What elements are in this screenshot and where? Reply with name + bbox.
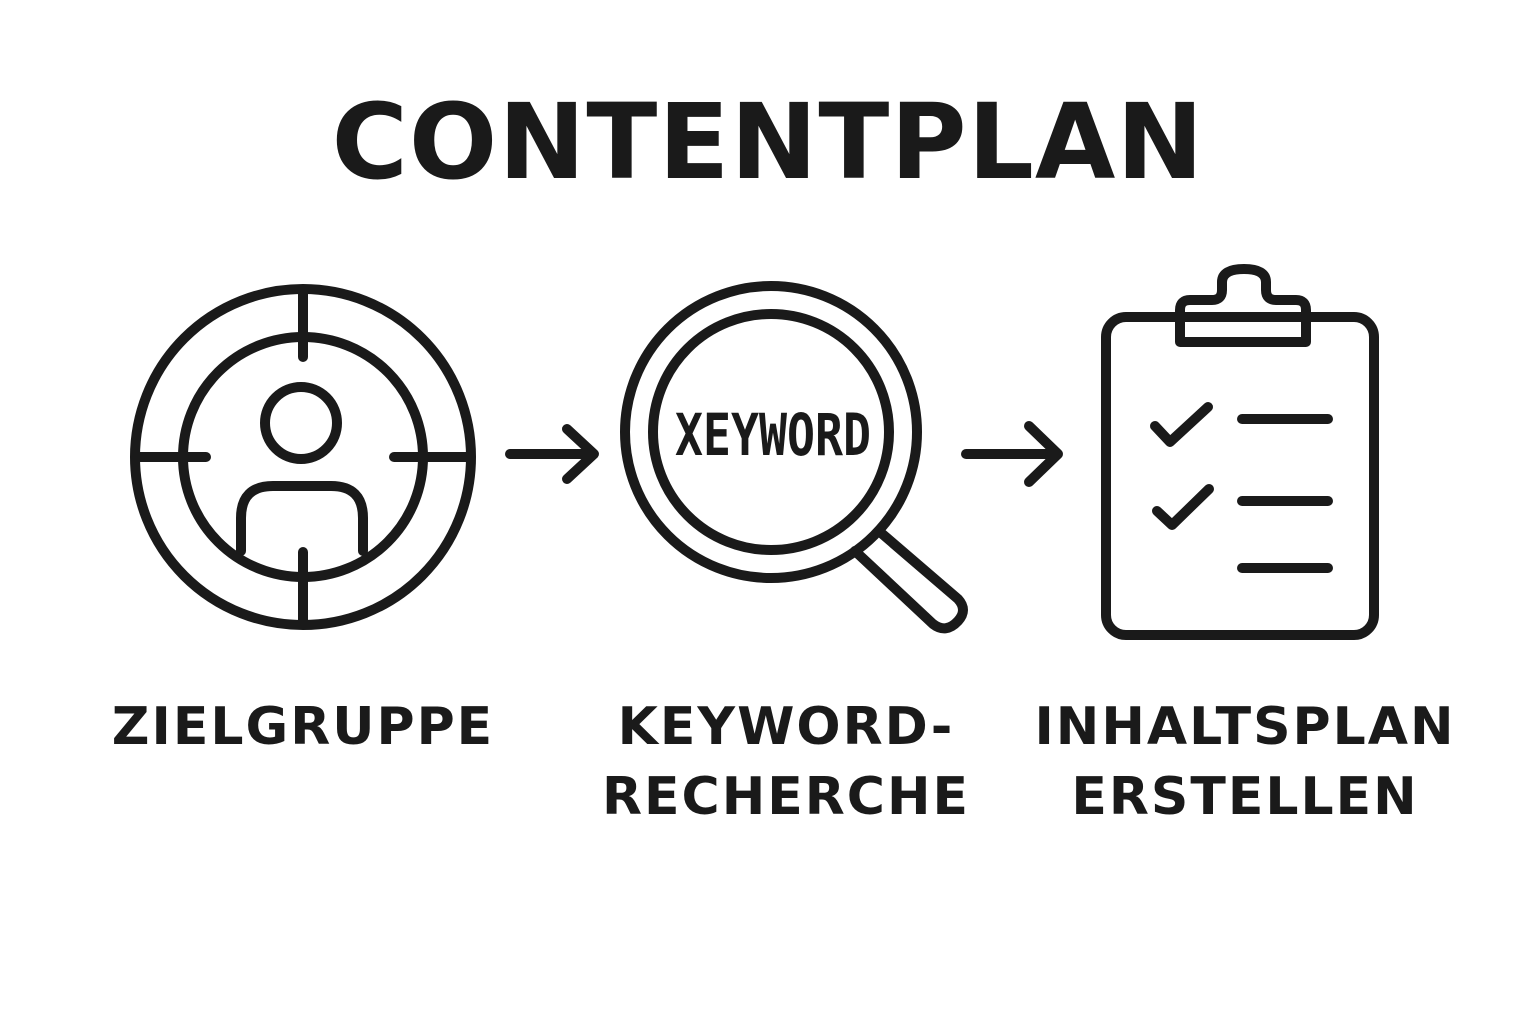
magnifier-lens-outer [620, 281, 922, 583]
target-person-icon [130, 284, 476, 630]
label-line: INHALTSPLAN [1034, 697, 1456, 757]
check-icon [1150, 402, 1213, 447]
clipboard-checklist-icon [1101, 264, 1379, 640]
label-line: KEYWORD- [617, 697, 955, 757]
clipboard-clip [1175, 264, 1311, 347]
step-label-zielgruppe: ZIELGRUPPE [103, 692, 503, 762]
arrow-right-icon [505, 424, 599, 484]
magnifier-lens-inner [648, 309, 894, 555]
label-line: RECHERCHE [601, 767, 970, 827]
magnifier-keyword-icon [620, 281, 968, 634]
magnifier-handle [850, 527, 968, 634]
step-label-inhaltsplan-erstellen: INHALTSPLAN ERSTELLEN [1020, 692, 1470, 832]
keyword-text: XEYWORD [675, 401, 871, 469]
person-head [260, 382, 342, 464]
label-line: ZIELGRUPPE [111, 697, 495, 757]
clipboard-board [1101, 312, 1379, 640]
arrow-right-icon [961, 421, 1063, 487]
step-label-keyword-recherche: KEYWORD- RECHERCHE [586, 692, 986, 832]
page-title: CONTENTPLAN [331, 81, 1205, 203]
label-line: ERSTELLEN [1071, 767, 1419, 827]
check-icon [1152, 484, 1214, 530]
person-body [236, 481, 368, 556]
